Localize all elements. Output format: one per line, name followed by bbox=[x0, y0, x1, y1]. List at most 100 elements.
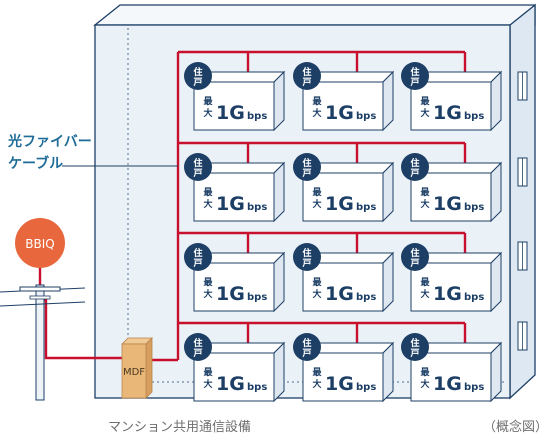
pole-crossarm bbox=[19, 286, 61, 292]
speed-value: 1G bbox=[433, 102, 462, 124]
unit-box-side bbox=[273, 161, 285, 223]
speed-unit: bps bbox=[464, 111, 484, 122]
speed-prefix-1: 最 bbox=[203, 95, 213, 107]
unit-box-side bbox=[382, 70, 394, 132]
speed-unit: bps bbox=[356, 382, 376, 393]
unit-badge-char-1: 住 bbox=[302, 157, 311, 169]
unit-badge bbox=[293, 62, 321, 90]
speed-value: 1G bbox=[325, 283, 354, 305]
speed-value: 1G bbox=[216, 102, 245, 124]
speed-prefix-1: 最 bbox=[312, 366, 322, 378]
unit-badge-char-2: 戸 bbox=[410, 258, 419, 269]
unit-badge bbox=[293, 333, 321, 361]
speed-prefix-2: 大 bbox=[203, 378, 212, 390]
unit-badge bbox=[184, 153, 212, 181]
speed-prefix-1: 最 bbox=[312, 95, 322, 107]
speed-prefix-2: 大 bbox=[203, 107, 212, 119]
speed-unit: bps bbox=[356, 202, 376, 213]
unit-box-side bbox=[273, 251, 285, 313]
speed-prefix-1: 最 bbox=[312, 276, 322, 288]
unit-box-front bbox=[302, 352, 384, 402]
speed-prefix-2: 大 bbox=[420, 288, 429, 300]
speed-prefix-2: 大 bbox=[203, 198, 212, 210]
speed-prefix-2: 大 bbox=[420, 378, 429, 390]
unit-badge bbox=[401, 333, 429, 361]
bbiq-circle bbox=[15, 218, 65, 268]
unit-box-front bbox=[410, 81, 492, 131]
speed-prefix-2: 大 bbox=[312, 378, 321, 390]
unit-box-front bbox=[410, 172, 492, 222]
speed-value: 1G bbox=[433, 373, 462, 395]
unit-badge bbox=[401, 243, 429, 271]
mdf-side bbox=[145, 337, 153, 399]
unit-box-side bbox=[490, 70, 502, 132]
unit-badge-char-1: 住 bbox=[410, 247, 419, 259]
unit-box-front bbox=[193, 172, 275, 222]
speed-prefix-1: 最 bbox=[420, 366, 430, 378]
unit-badge-char-2: 戸 bbox=[193, 77, 202, 88]
unit-badge-char-2: 戸 bbox=[302, 168, 311, 179]
unit-badge-char-2: 戸 bbox=[193, 348, 202, 359]
unit-box-front bbox=[193, 352, 275, 402]
unit-badge-char-1: 住 bbox=[302, 337, 311, 349]
mdf-box bbox=[121, 343, 147, 399]
speed-unit: bps bbox=[356, 111, 376, 122]
speed-prefix-1: 最 bbox=[203, 366, 213, 378]
unit-box-front bbox=[302, 262, 384, 312]
speed-value: 1G bbox=[216, 373, 245, 395]
pole-wire-2 bbox=[0, 301, 86, 307]
unit-badge bbox=[184, 62, 212, 90]
unit-badge-char-1: 住 bbox=[410, 66, 419, 78]
unit-badge bbox=[401, 62, 429, 90]
unit-badge-char-2: 戸 bbox=[193, 258, 202, 269]
unit-badge-char-2: 戸 bbox=[302, 348, 311, 359]
unit-badge-char-2: 戸 bbox=[410, 77, 419, 88]
unit-box-side bbox=[490, 251, 502, 313]
unit-box-front bbox=[410, 262, 492, 312]
unit-box-front bbox=[410, 352, 492, 402]
unit-badge bbox=[184, 333, 212, 361]
speed-value: 1G bbox=[325, 102, 354, 124]
speed-unit: bps bbox=[247, 202, 267, 213]
unit-box-front bbox=[302, 81, 384, 131]
unit-box-front bbox=[193, 262, 275, 312]
unit-box-side bbox=[382, 251, 394, 313]
unit-box-side bbox=[382, 161, 394, 223]
speed-prefix-1: 最 bbox=[420, 276, 430, 288]
unit-badge-char-2: 戸 bbox=[410, 348, 419, 359]
unit-badge-char-1: 住 bbox=[193, 157, 202, 169]
unit-box-side bbox=[382, 341, 394, 403]
unit-badge bbox=[401, 153, 429, 181]
speed-unit: bps bbox=[247, 382, 267, 393]
speed-unit: bps bbox=[247, 111, 267, 122]
fiber-cable-label: 光ファイバー ケーブル bbox=[8, 131, 92, 175]
speed-value: 1G bbox=[325, 373, 354, 395]
speed-unit: bps bbox=[356, 292, 376, 303]
speed-prefix-2: 大 bbox=[203, 288, 212, 300]
speed-prefix-2: 大 bbox=[312, 288, 321, 300]
unit-badge-char-1: 住 bbox=[410, 157, 419, 169]
unit-badge-char-1: 住 bbox=[302, 66, 311, 78]
unit-box-front bbox=[193, 81, 275, 131]
speed-unit: bps bbox=[247, 292, 267, 303]
unit-badge-char-2: 戸 bbox=[302, 258, 311, 269]
speed-value: 1G bbox=[325, 193, 354, 215]
unit-badge-char-2: 戸 bbox=[410, 168, 419, 179]
unit-badge bbox=[293, 153, 321, 181]
unit-box-side bbox=[273, 70, 285, 132]
unit-badge-char-2: 戸 bbox=[302, 77, 311, 88]
unit-badge-char-2: 戸 bbox=[193, 168, 202, 179]
pole-crossarm-small bbox=[29, 295, 51, 300]
unit-badge-char-1: 住 bbox=[302, 247, 311, 259]
